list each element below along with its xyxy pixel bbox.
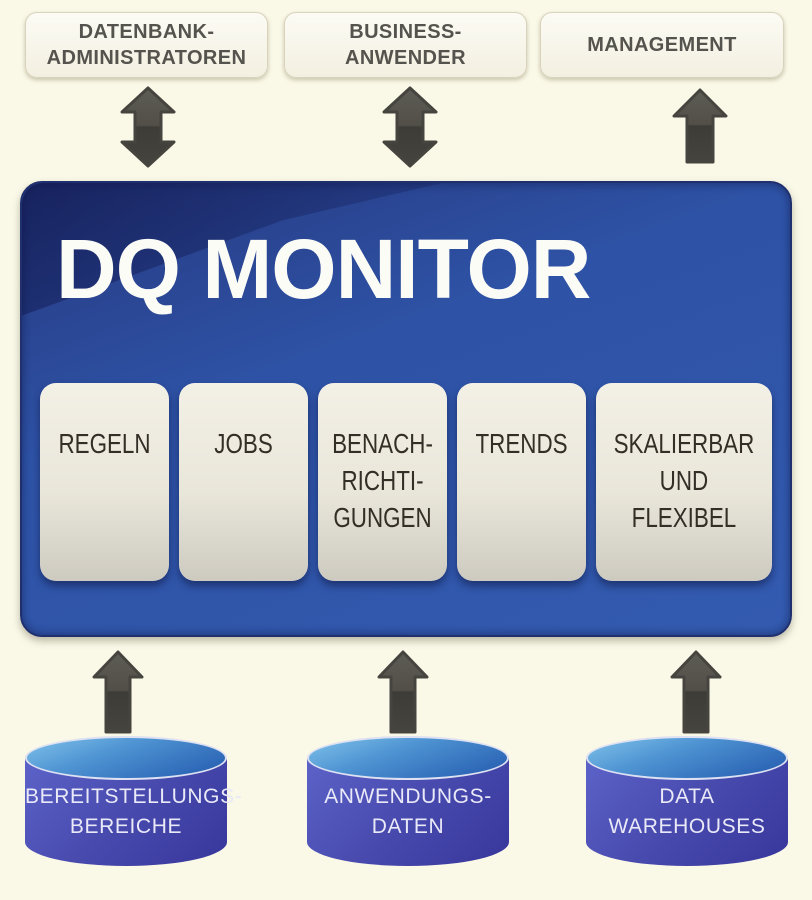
datastore-line: DATA <box>659 785 715 808</box>
feature-card-skalierbar-flexibel: SKALIERBAR UND FLEXIBEL <box>596 383 772 581</box>
actor-management: MANAGEMENT <box>540 12 784 78</box>
feature-line: RICHTI- <box>341 465 424 496</box>
datastore-bereitstellungsbereiche: BEREITSTELLUNGS- BEREICHE <box>25 736 243 866</box>
datastore-data-warehouses: DATA WAREHOUSES <box>586 736 788 866</box>
feature-card-row: REGELN JOBS BENACH- RICHTI- GUNGEN TREND… <box>40 383 772 581</box>
datastore-anwendungsdaten: ANWENDUNGS- DATEN <box>307 736 509 866</box>
feature-card-regeln: REGELN <box>40 383 170 581</box>
up-arrow-icon-bereitstellung <box>92 650 144 734</box>
feature-line: SKALIERBAR <box>613 428 755 459</box>
feature-line: UND <box>659 465 709 496</box>
datastore-line: ANWENDUNGS- <box>324 785 492 808</box>
double-arrow-icon-business <box>382 86 438 168</box>
up-arrow-icon-warehouses <box>670 650 722 734</box>
datastore-line: DATEN <box>371 815 445 838</box>
datastore-label: DATA WAREHOUSES <box>586 782 788 842</box>
actor-datenbank-administratoren: DATENBANK- ADMINISTRATOREN <box>25 12 268 78</box>
feature-line: JOBS <box>214 428 273 459</box>
actor-label-line: BUSINESS- <box>349 21 462 43</box>
feature-line: TRENDS <box>475 428 568 459</box>
datastore-line: WAREHOUSES <box>608 815 766 838</box>
up-arrow-icon-management <box>672 88 728 164</box>
feature-card-jobs: JOBS <box>179 383 309 581</box>
feature-card-benachrichtigungen: BENACH- RICHTI- GUNGEN <box>318 383 448 581</box>
feature-card-label: TRENDS <box>470 383 573 462</box>
cylinder-top-ellipse <box>307 736 509 780</box>
actor-label-line: ANWENDER <box>345 47 466 69</box>
actor-business-anwender: BUSINESS- ANWENDER <box>284 12 527 78</box>
actor-label-line: ADMINISTRATOREN <box>46 47 247 69</box>
feature-line: GUNGEN <box>333 502 432 533</box>
feature-line: FLEXIBEL <box>631 502 737 533</box>
datastore-line: BEREITSTELLUNGS- <box>25 785 243 808</box>
dq-monitor-panel: DQ MONITOR REGELN JOBS BENACH- RICHTI- G… <box>20 181 792 637</box>
dq-monitor-title: DQ MONITOR <box>56 222 591 316</box>
feature-card-label: JOBS <box>192 383 295 462</box>
actor-label-line: MANAGEMENT <box>587 34 737 56</box>
feature-card-trends: TRENDS <box>457 383 587 581</box>
feature-line: REGELN <box>58 428 151 459</box>
up-arrow-icon-anwendungsdaten <box>377 650 429 734</box>
datastore-label: BEREITSTELLUNGS- BEREICHE <box>25 782 243 842</box>
datastore-label: ANWENDUNGS- DATEN <box>307 782 509 842</box>
datastore-line: BEREICHE <box>69 815 183 838</box>
double-arrow-icon-dba <box>120 86 176 168</box>
actor-label-line: DATENBANK- <box>78 21 215 43</box>
cylinder-top-ellipse <box>25 736 227 780</box>
feature-line: BENACH- <box>332 428 433 459</box>
feature-card-label: SKALIERBAR UND FLEXIBEL <box>614 383 755 536</box>
feature-card-label: REGELN <box>53 383 156 462</box>
feature-card-label: BENACH- RICHTI- GUNGEN <box>331 383 434 536</box>
cylinder-top-ellipse <box>586 736 788 780</box>
